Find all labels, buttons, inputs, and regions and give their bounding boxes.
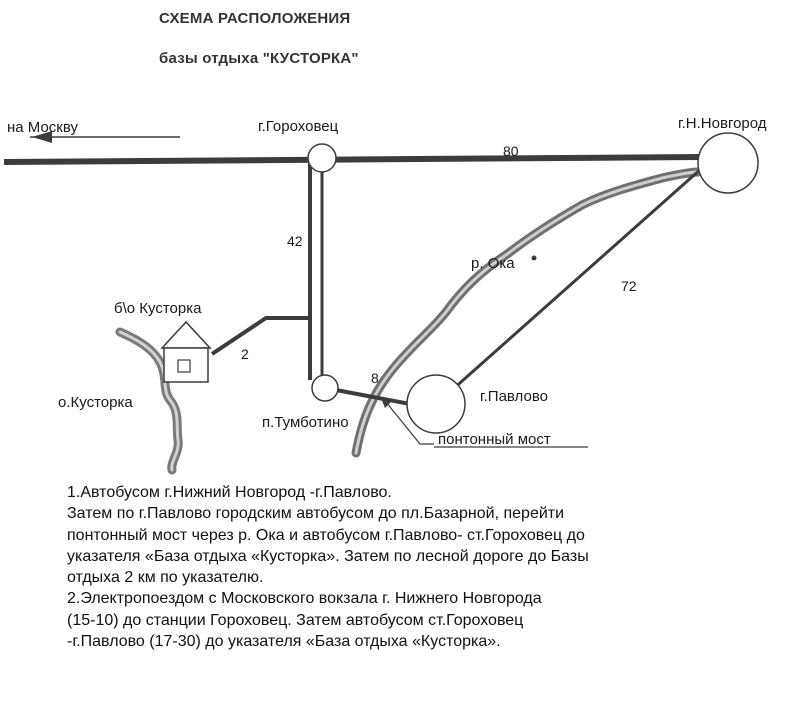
left-arrow-icon	[30, 131, 180, 143]
distance-42: 42	[287, 233, 303, 249]
highway-moscow-novgorod	[3, 154, 701, 165]
instruction-line: понтонный мост через р. Ока и автобусом …	[67, 526, 585, 544]
instruction-line: (15-10) до станции Гороховец. Затем авто…	[67, 611, 524, 629]
label-tumbotino: п.Тумботино	[262, 414, 349, 431]
map-title: СХЕМА РАСПОЛОЖЕНИЯ	[159, 10, 351, 27]
label-gorokhovets: г.Гороховец	[258, 118, 339, 135]
road-tumbotino-pavlovo	[335, 388, 411, 406]
label-pontoon-bridge: понтонный мост	[438, 431, 551, 448]
distance-8: 8	[371, 370, 379, 386]
instruction-line: отдыха 2 км по указателю.	[67, 569, 264, 587]
distance-72: 72	[621, 278, 637, 294]
label-river-oka: р. Ока	[471, 255, 515, 272]
tumbotino-circle	[311, 374, 339, 402]
instruction-line: -г.Павлово (17-30) до указателя «База от…	[67, 633, 501, 651]
road-to-base	[210, 316, 310, 356]
instruction-line: Затем по г.Павлово городским автобусом д…	[67, 505, 565, 523]
house-icon	[160, 320, 212, 383]
label-lake: о.Кусторка	[58, 394, 133, 411]
road-novgorod-pavlovo	[451, 166, 703, 392]
pontoon-bridge-pointer	[381, 398, 588, 448]
instruction-line: 2.Электропоездом с Московского вокзала г…	[67, 590, 542, 608]
gorokhovets-circle	[307, 143, 337, 173]
label-to-moscow: на Москву	[7, 119, 79, 136]
pavlovo-circle	[406, 374, 466, 434]
label-pavlovo: г.Павлово	[480, 388, 548, 405]
label-base: б\о Кусторка	[114, 300, 202, 317]
distance-2: 2	[241, 346, 249, 362]
instruction-line: указателя «База отдыха «Кусторка». Затем…	[67, 547, 589, 565]
travel-instructions: 1.Автобусом г.Нижний Новгород -г.Павлово…	[67, 482, 667, 652]
oka-river-inner	[354, 170, 700, 455]
river-marker-dot	[531, 255, 537, 261]
map-subtitle: базы отдыха "КУСТОРКА"	[159, 50, 359, 67]
label-n-novgorod: г.Н.Новгород	[678, 115, 767, 132]
instruction-line: 1.Автобусом г.Нижний Новгород -г.Павлово…	[67, 484, 392, 501]
distance-80: 80	[503, 143, 519, 159]
n-novgorod-circle	[697, 132, 759, 194]
kustorka-stream-inner	[118, 330, 180, 472]
